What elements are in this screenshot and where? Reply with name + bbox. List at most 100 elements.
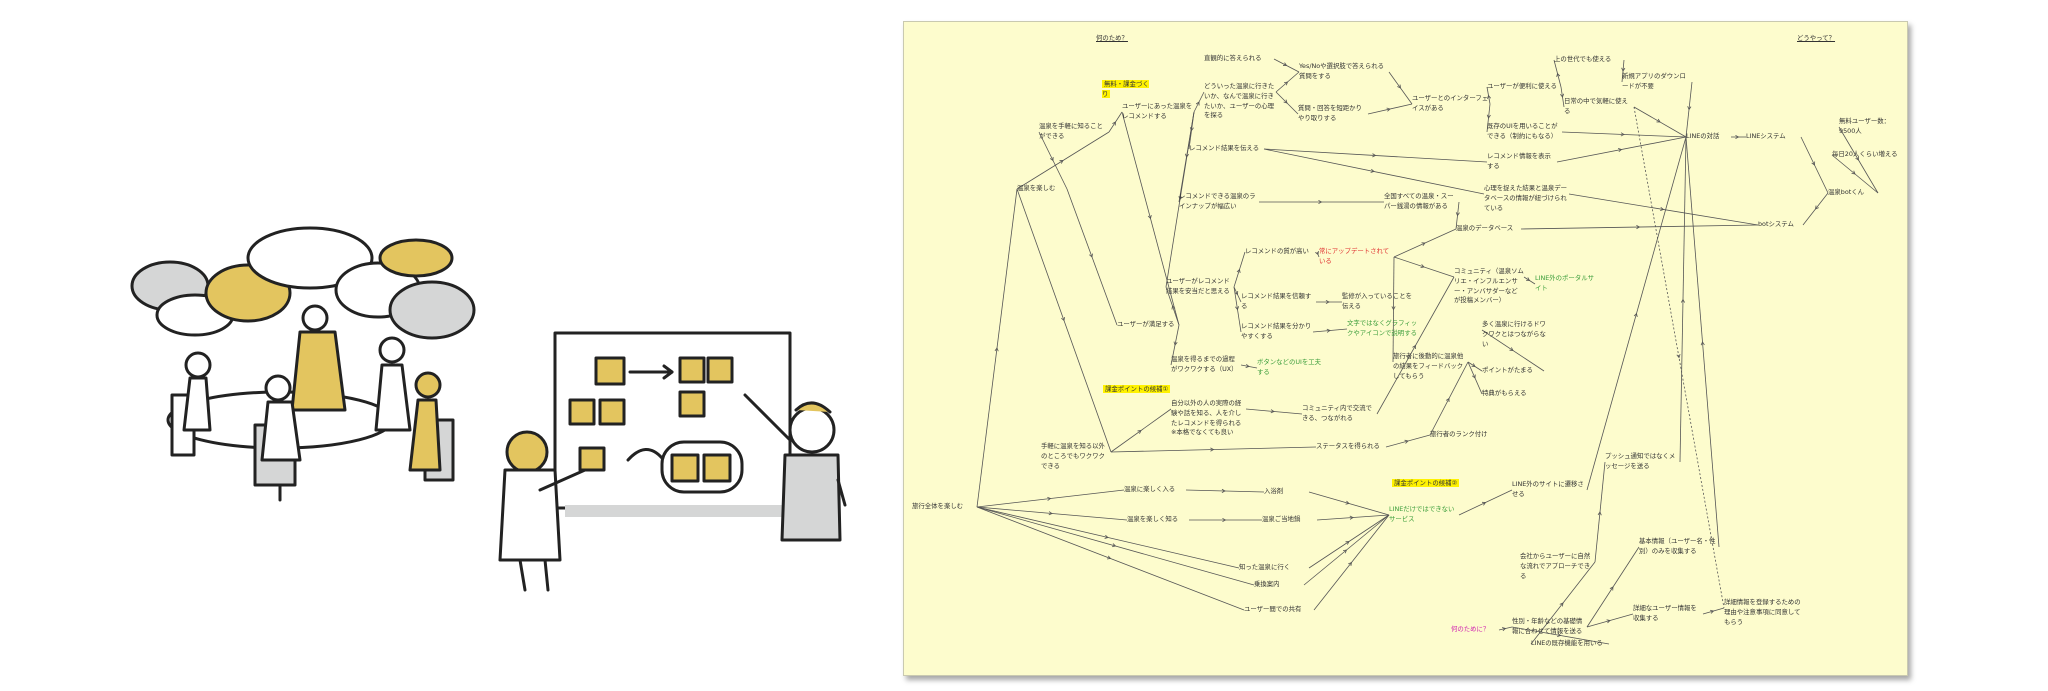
mindmap-arrowhead — [1283, 99, 1288, 104]
mindmap-node: 毎日20人くらい増える — [1832, 150, 1898, 158]
mindmap-arrowhead — [1404, 439, 1409, 444]
person-head — [505, 430, 549, 474]
mindmap-arrowhead — [1210, 447, 1215, 452]
mindmap-arrowhead — [1111, 543, 1117, 548]
mindmap-arrowhead — [1112, 121, 1116, 126]
mindmap-node: 温泉ご当地鍋 — [1262, 515, 1301, 523]
mindmap-node: 多く温泉に行けるドワクワクとはつながらない — [1482, 320, 1546, 348]
mindmap-arrowhead — [1137, 430, 1142, 434]
mindmap-arrowhead — [1676, 354, 1681, 359]
mindmap-node: レコメンド結果を伝える — [1189, 144, 1260, 152]
mindmap-node: 特典がもらえる — [1482, 389, 1527, 397]
mindmap-arrowhead — [1106, 555, 1112, 560]
mindmap-node: 乗換案内 — [1254, 580, 1280, 588]
sticky-note — [670, 453, 700, 483]
mindmap-arrowhead — [1283, 81, 1289, 86]
mindmap-arrowhead — [1471, 363, 1476, 367]
mindmap-arrowhead — [1557, 633, 1562, 638]
mindmap-arrowhead — [1420, 264, 1425, 269]
mindmap-arrowhead — [1445, 397, 1450, 403]
mindmap-node: 文字ではなくグラフィックやアイコンで説明する — [1347, 319, 1418, 337]
mindmap-node: 何のために？ — [1451, 625, 1490, 633]
mindmap-node: 日常の中で気軽に使える — [1564, 97, 1628, 115]
mindmap-node: ユーザーにあった温泉をレコメンドする — [1122, 102, 1193, 120]
mindmap-arrowhead — [1621, 67, 1626, 72]
mindmap-node: レコメンド結果を分かりやすくする — [1241, 322, 1312, 340]
mindmap-arrowhead — [1345, 500, 1350, 505]
mindmap-node: 温泉を楽しく知る — [1127, 515, 1179, 523]
person-head — [378, 336, 406, 364]
mindmap-node: 詳細なユーザー情報を収集する — [1633, 604, 1697, 622]
mindmap-arrowhead — [1221, 488, 1226, 493]
mindmap-node: 性別・年齢などの基礎情報に合わせて情報を送る — [1512, 617, 1583, 635]
mindmap-node: ユーザーが満足する — [1117, 320, 1175, 328]
mindmap-arrowhead — [1609, 586, 1614, 591]
mindmap-arrowhead — [1318, 199, 1323, 205]
mindmap-node: 温泉に楽しく入る — [1124, 485, 1176, 493]
mindmap-arrowhead — [1709, 609, 1715, 614]
mindmap-arrowhead — [1048, 511, 1053, 516]
mindmap-arrowhead — [1397, 84, 1401, 89]
mindmap-node: ボタンなどのUIを工夫する — [1257, 358, 1322, 376]
mindmap-arrowhead — [1195, 101, 1200, 106]
mindmap-node: ユーザー間での共有 — [1244, 605, 1302, 613]
mindmap-arrowhead — [1061, 316, 1065, 322]
meeting-scene — [130, 226, 476, 502]
person-head — [264, 374, 292, 402]
mindmap-node: 何のため？ — [1096, 34, 1128, 42]
mindmap-node: 課金ポイントの候補① — [1103, 385, 1171, 393]
mindmap-node: レコメンドできる温泉のラインナップが幅広い — [1179, 192, 1256, 210]
teamwork-illustration — [130, 226, 847, 592]
mindmap-arrowhead — [1487, 94, 1491, 99]
mindmap-arrowhead — [1502, 627, 1507, 632]
mindmap-node: 無料ユーザー数：9500人 — [1839, 117, 1890, 135]
mindmap-node: 無料・課金づくり — [1102, 80, 1149, 98]
mindmap-arrowhead — [1049, 156, 1054, 162]
mindmap-node: 基本情報（ユーザー名・性別）のみを収集する — [1639, 537, 1716, 555]
mindmap-arrowhead — [1814, 205, 1819, 210]
mindmap-arrowhead — [1372, 153, 1377, 158]
sticky-note — [598, 398, 626, 426]
mindmap-arrowhead — [1455, 212, 1460, 217]
mindmap-arrowhead — [1342, 549, 1348, 554]
mindmap-arrowhead — [1236, 268, 1241, 274]
mindmap-arrowhead — [1173, 341, 1178, 346]
mindmap-arrowhead — [1315, 250, 1319, 256]
mindmap-arrowhead — [1421, 242, 1426, 247]
mindmap-node: 温泉を得るまでの過程がワクワクする（UX） — [1171, 355, 1238, 373]
mindmap-arrowhead — [1178, 196, 1183, 201]
mindmap-node: LINEの既存機能を用いる — [1531, 639, 1603, 647]
mindmap-node: 旅行者に後動的に温泉他の結果をフィードバックしてもらう — [1393, 352, 1464, 380]
mindmap-arrowhead — [1089, 253, 1093, 258]
mindmap-node: 全国すべての温泉・スーパー銭湯の情報がある — [1384, 192, 1454, 210]
mindmap-node: ユーザーとのインターフェイスがある — [1412, 94, 1489, 112]
sticky-note — [702, 453, 732, 483]
mindmap-arrowhead — [1618, 148, 1623, 153]
mindmap-arrowhead — [1486, 114, 1491, 119]
mindmap-arrowhead — [1855, 156, 1859, 161]
mindmap-arrowhead — [1597, 511, 1602, 516]
mindmap-arrowhead — [1680, 298, 1685, 303]
mindmap-node: LINE外のポータルサイト — [1535, 274, 1594, 292]
mindmap-arrowhead — [1326, 328, 1331, 333]
mindmap-arrowhead — [1325, 299, 1330, 305]
mindmap-node: ステータスを得られる — [1316, 442, 1380, 450]
mindmap-arrowhead — [1147, 215, 1152, 220]
sticky-note — [678, 356, 706, 384]
mindmap-arrowhead — [1525, 277, 1531, 281]
mindmap-node: 心理を捉えた結果と温泉データベースの情報が紐づけられている — [1484, 184, 1568, 212]
mindmap-arrowhead — [1560, 93, 1565, 98]
mindmap-arrowhead — [1471, 374, 1476, 379]
mindmap-arrowhead — [1656, 118, 1661, 123]
mindmap-arrowhead — [1412, 344, 1416, 350]
mindmap-arrowhead — [1386, 107, 1391, 112]
mindmap-node: 詳細情報を登録するための理由や注意事項に同意してもらう — [1724, 598, 1801, 626]
mindmap-arrowhead — [1636, 225, 1641, 230]
mindmap-arrowhead — [1245, 363, 1250, 368]
mindmap-node: 課金ポイントの候補② — [1392, 479, 1460, 487]
whiteboard-scene — [498, 331, 847, 592]
mindmap-connector — [1633, 106, 1725, 609]
mindmap-node: 新規アプリのダウンロードが不要 — [1622, 72, 1686, 90]
mindmap-node: 温泉を手軽に知ることができる — [1039, 122, 1103, 140]
mindmap-arrowhead — [1391, 306, 1396, 311]
